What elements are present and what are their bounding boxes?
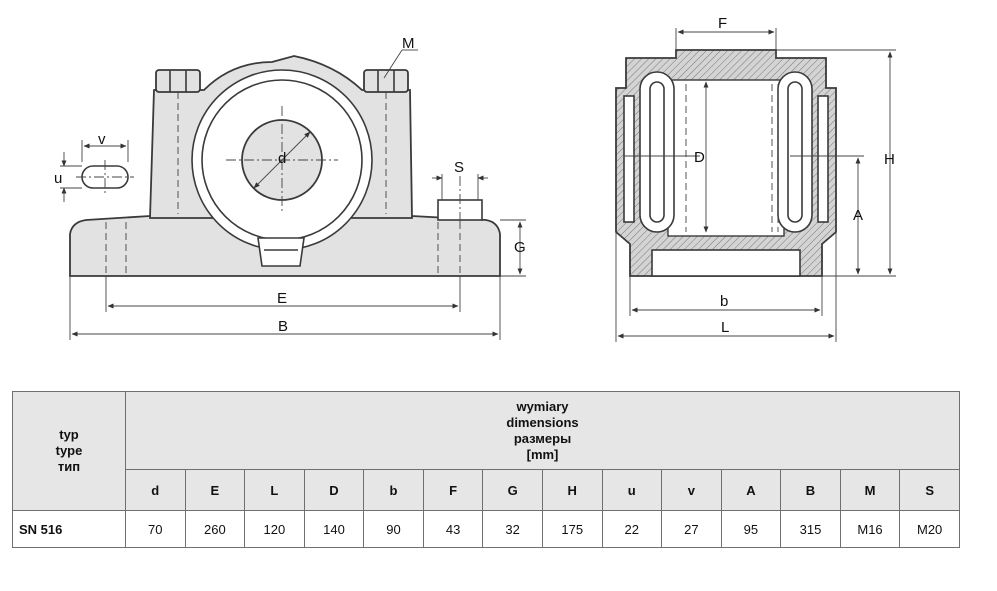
- label-v: v: [98, 131, 106, 148]
- table-row: SN 516 70 260 120 140 90 43 32 175 22 27…: [12, 510, 960, 548]
- label-D: D: [694, 149, 705, 166]
- bolt-boss-right: [363, 69, 409, 93]
- dimensions-header-line: wymiary: [516, 398, 569, 414]
- label-u: u: [54, 170, 62, 187]
- column-header: F: [422, 469, 484, 511]
- front-view: d v u M S: [54, 35, 526, 340]
- inner-cavity: [667, 79, 785, 237]
- column-header: M: [839, 469, 901, 511]
- table-cell: 22: [601, 510, 663, 548]
- type-header-line: type: [55, 443, 83, 458]
- table-cell: 70: [125, 510, 186, 548]
- table-cell-type: SN 516: [12, 510, 126, 548]
- label-G: G: [514, 239, 526, 256]
- table-cell: M20: [899, 510, 960, 548]
- table-cell: 90: [363, 510, 424, 548]
- label-E: E: [277, 290, 287, 307]
- column-header: L: [244, 469, 305, 511]
- table-cell: 27: [661, 510, 722, 548]
- column-header: A: [720, 469, 782, 511]
- dimensions-header: wymiary dimensions размеры [mm]: [125, 391, 960, 470]
- label-d: d: [278, 150, 286, 167]
- table-cell: 140: [303, 510, 365, 548]
- column-header: v: [661, 469, 722, 511]
- table-cell: 43: [422, 510, 484, 548]
- table-cell: 260: [184, 510, 246, 548]
- table-cell: 315: [780, 510, 841, 548]
- dimensions-header-line: [mm]: [526, 446, 559, 462]
- bolt-boss-left: [155, 69, 201, 93]
- column-header: G: [482, 469, 543, 511]
- column-header: D: [303, 469, 365, 511]
- column-header: d: [125, 469, 186, 511]
- type-header-line: тип: [57, 459, 81, 474]
- column-header: E: [184, 469, 246, 511]
- table-cell: 175: [541, 510, 603, 548]
- type-header-line: typ: [59, 427, 79, 442]
- table-cell: 32: [482, 510, 543, 548]
- dimensions-header-line: размеры: [513, 430, 572, 446]
- dimensions-table: typ type тип wymiary dimensions размеры …: [12, 391, 960, 548]
- column-header: b: [363, 469, 424, 511]
- side-view: D F H A b L: [615, 15, 896, 342]
- label-L: L: [721, 319, 729, 336]
- column-header-row: d E L D b F G H u v A B M S: [13, 469, 960, 511]
- table-cell: M16: [839, 510, 901, 548]
- table-cell: 120: [244, 510, 305, 548]
- base-channel: [651, 249, 801, 277]
- label-S: S: [454, 159, 464, 176]
- label-F: F: [718, 15, 727, 32]
- column-header: S: [899, 469, 960, 511]
- label-b: b: [720, 293, 728, 310]
- type-header: typ type тип: [12, 391, 126, 511]
- column-header: H: [541, 469, 603, 511]
- column-header: B: [780, 469, 841, 511]
- label-B: B: [278, 318, 288, 335]
- dimensions-header-line: dimensions: [506, 414, 579, 430]
- label-H: H: [884, 151, 895, 168]
- lube-plug: [257, 237, 305, 267]
- label-A: A: [853, 207, 863, 224]
- technical-drawing: d v u M S: [54, 15, 896, 342]
- label-M: M: [402, 35, 415, 52]
- column-header: u: [601, 469, 663, 511]
- table-cell: 95: [720, 510, 782, 548]
